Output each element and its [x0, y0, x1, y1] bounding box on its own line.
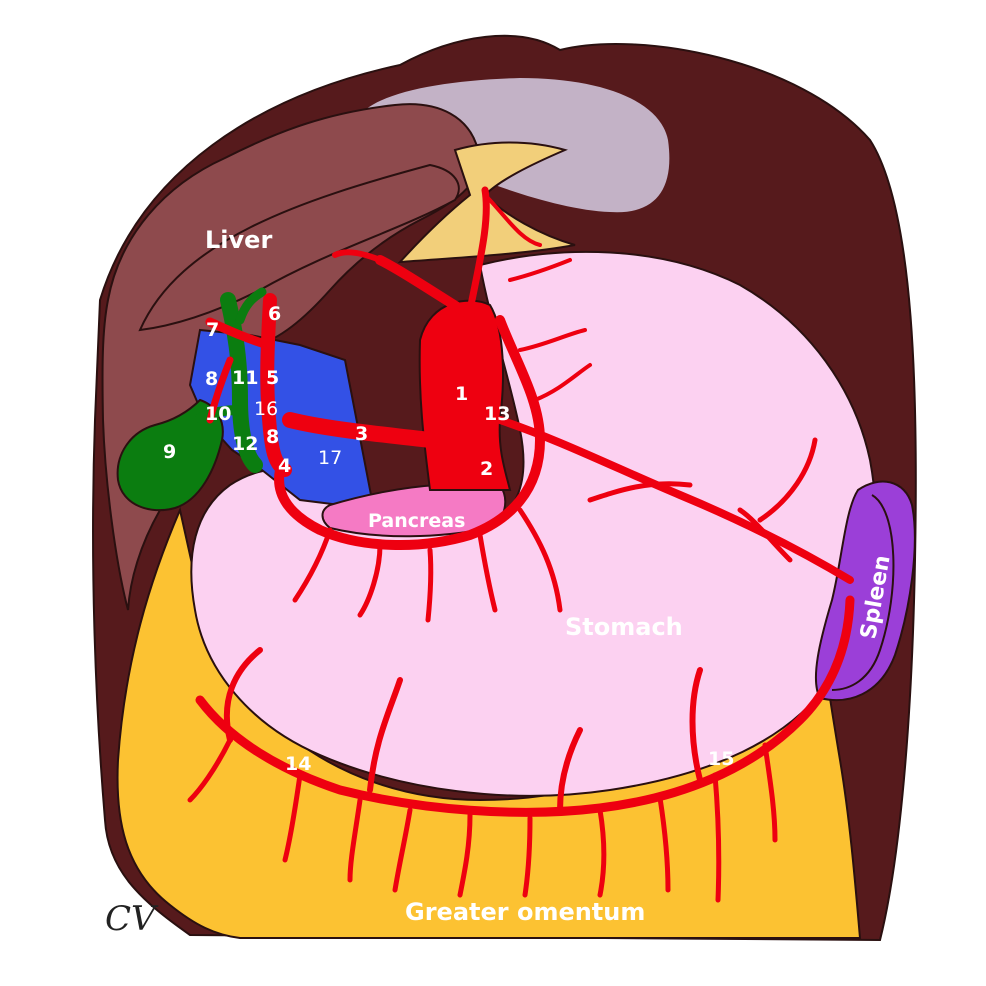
gastric-branch-e — [517, 507, 563, 613]
omental-branch-h — [712, 772, 722, 903]
cystic-artery — [206, 356, 234, 424]
marker-3: 3 — [355, 423, 368, 445]
marker-8a: 8 — [205, 368, 218, 390]
greater-omentum — [116, 506, 862, 939]
marker-10: 10 — [205, 403, 231, 425]
omental-branch-e — [522, 815, 533, 898]
hepatic-duct-branch — [235, 287, 267, 325]
omental-branch-f — [597, 807, 607, 898]
lesser-branch-a — [518, 328, 587, 352]
gastric-branch-c — [425, 547, 434, 623]
omental-branch-i — [762, 742, 778, 843]
marker-17: 17 — [318, 447, 342, 469]
marker-4: 4 — [278, 455, 291, 477]
arteries — [187, 186, 855, 903]
gastric-branch-d — [477, 532, 498, 613]
gastroepiploic-branch-2 — [367, 677, 403, 793]
liver-label: Liver — [205, 226, 272, 254]
gastroepiploic-left-branch — [223, 647, 263, 743]
gastric-branch-f — [587, 481, 693, 503]
marker-15: 15 — [708, 748, 734, 770]
omental-branch-d — [457, 812, 473, 898]
marker-5: 5 — [266, 367, 279, 389]
left-gastric-artery — [375, 255, 475, 320]
marker-9: 9 — [163, 441, 176, 463]
gastroepiploic-branch-3 — [557, 727, 583, 813]
common-hepatic-artery — [282, 412, 438, 448]
marker-8b: 8 — [266, 426, 279, 448]
marker-1: 1 — [455, 383, 468, 405]
proper-hepatic-artery — [260, 293, 292, 477]
marker-12: 12 — [232, 433, 258, 455]
upper-branch-b — [508, 258, 572, 282]
gastric-branch-a — [292, 527, 333, 603]
omentum-label: Greater omentum — [405, 898, 645, 926]
omental-branch-g — [657, 795, 671, 893]
marker-11: 11 — [232, 367, 258, 389]
cystic-duct — [195, 405, 245, 423]
marker-16: 16 — [254, 398, 278, 420]
numbered-markers: 1 2 3 4 5 6 7 8 8 9 10 11 12 13 14 15 16… — [163, 303, 734, 775]
marker-6: 6 — [268, 303, 281, 325]
omental-branch-a — [282, 772, 303, 863]
right-hepatic-artery — [205, 317, 273, 350]
marker-14: 14 — [285, 753, 311, 775]
upper-branch-a — [483, 193, 542, 247]
omental-branch-c — [392, 807, 413, 893]
splenic-artery — [496, 416, 854, 584]
lesser-curvature-artery — [274, 315, 545, 551]
omental-branch-j — [187, 737, 233, 803]
marker-7: 7 — [206, 319, 219, 341]
left-gastric-branch — [332, 249, 383, 263]
left-gastric-up — [466, 186, 490, 314]
stomach-label: Stomach — [565, 613, 683, 641]
spleen-inner-edge — [831, 494, 895, 691]
marker-2: 2 — [480, 458, 493, 480]
gastric-branch-g — [757, 437, 818, 523]
marker-13: 13 — [484, 403, 510, 425]
common-bile-duct — [220, 292, 263, 473]
greater-curvature-arcade — [195, 595, 855, 817]
gallbladder — [116, 398, 224, 512]
pancreas-label: Pancreas — [368, 510, 465, 532]
omental-branch-b — [347, 797, 363, 883]
short-gastric-branch — [737, 507, 793, 563]
gastroepiploic-branch-4 — [689, 667, 703, 783]
artist-signature: CV — [105, 899, 159, 939]
gastric-branch-b — [357, 542, 383, 618]
lesser-branch-b — [533, 363, 592, 402]
